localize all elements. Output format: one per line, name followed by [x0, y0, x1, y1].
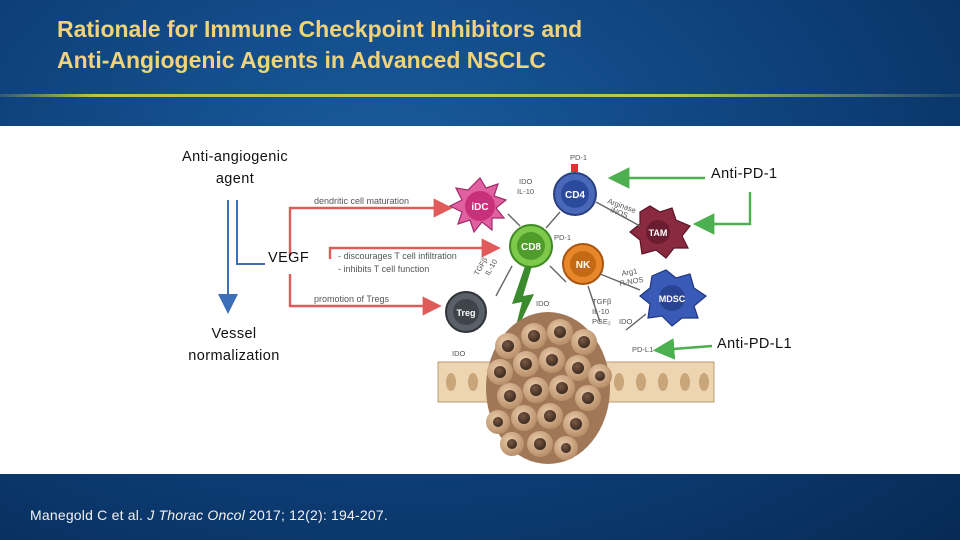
- inhibition-lines: [495, 201, 647, 331]
- vegf-label: VEGF: [268, 250, 310, 266]
- treg-label: Treg: [456, 308, 475, 318]
- vessel-line1: Vessel: [211, 326, 257, 342]
- lightning-bolt: [512, 266, 534, 338]
- vegf-inhibition-line: [236, 200, 265, 265]
- dc-maturation-arrow: [288, 198, 453, 256]
- citation-journal: J Thorac Oncol: [147, 507, 245, 523]
- mechanism-diagram: dendritic cell maturation - discourages …: [218, 153, 752, 464]
- dc-maturation-label: dendritic cell maturation: [314, 196, 409, 206]
- vessel-normalization-label: Vessel normalization: [168, 323, 300, 367]
- tgfb2-label: TGFβ: [592, 297, 612, 306]
- t-cell-arrow: [328, 238, 501, 259]
- cd4-cell: CD4: [553, 172, 597, 216]
- pd1-cd8-label: PD-1: [554, 233, 571, 242]
- idc-cell: iDC: [448, 177, 508, 234]
- nk-cell: NK: [562, 243, 604, 285]
- ido-tumor-label: IDO: [452, 349, 466, 358]
- slide-title: Rationale for Immune Checkpoint Inhibito…: [57, 14, 582, 76]
- il10-mid-label: IL-10: [592, 307, 609, 316]
- arg1-label: Arg1: [621, 266, 638, 278]
- il10-top-label: IL-10: [517, 187, 534, 196]
- treg-arrow: [288, 274, 442, 316]
- discourages-label: - discourages T cell infiltration: [338, 251, 457, 261]
- anti-pdl1-arrow: [652, 338, 713, 360]
- cd4-label: CD4: [565, 190, 585, 201]
- mdsc-label: MDSC: [659, 294, 686, 304]
- anti-angiogenic-agent-label: Anti-angiogenic agent: [160, 146, 310, 190]
- pd1-top-label: PD-1: [570, 153, 587, 162]
- citation: Manegold C et al. J Thorac Oncol 2017; 1…: [30, 507, 388, 523]
- pdl1-label: PD-L1: [632, 345, 653, 354]
- citation-prefix: Manegold C et al.: [30, 507, 148, 523]
- cd8-label: CD8: [521, 242, 541, 253]
- pd1-receptor: [571, 164, 578, 172]
- tregs-label: promotion of Tregs: [314, 294, 390, 304]
- tam-label: TAM: [649, 228, 668, 238]
- anti-angiogenic-line1: Anti-angiogenic: [182, 149, 288, 165]
- treg-cell: Treg: [445, 291, 487, 333]
- title-rule: [0, 94, 960, 97]
- idc-label: iDC: [471, 202, 488, 213]
- ido-right-label: IDO: [619, 317, 633, 326]
- anti-angiogenic-line2: agent: [215, 171, 255, 187]
- title-line-1: Rationale for Immune Checkpoint Inhibito…: [57, 16, 583, 42]
- inhibits-label: - inhibits T cell function: [338, 264, 429, 274]
- tumor-mass: [486, 312, 612, 464]
- nk-label: NK: [576, 260, 591, 271]
- diagram-panel: dendritic cell maturation - discourages …: [0, 126, 960, 474]
- anti-pdl1-label: Anti-PD-L1: [717, 336, 792, 352]
- cd8-cell: CD8: [509, 224, 553, 268]
- ido-mid-label: IDO: [536, 299, 550, 308]
- citation-suffix: 2017; 12(2): 194-207.: [244, 507, 388, 523]
- anti-pd1-label: Anti-PD-1: [711, 166, 778, 182]
- tam-cell: TAM: [629, 205, 691, 259]
- title-line-2: Anti-Angiogenic Agents in Advanced NSCLC: [57, 47, 546, 73]
- anti-pd1-side-arrow: [692, 192, 752, 235]
- mdsc-cell: MDSC: [639, 269, 708, 327]
- ido-top-label: IDO: [519, 177, 533, 186]
- vessel-line2: normalization: [188, 348, 280, 364]
- pge2-label: PGE₂: [592, 317, 611, 326]
